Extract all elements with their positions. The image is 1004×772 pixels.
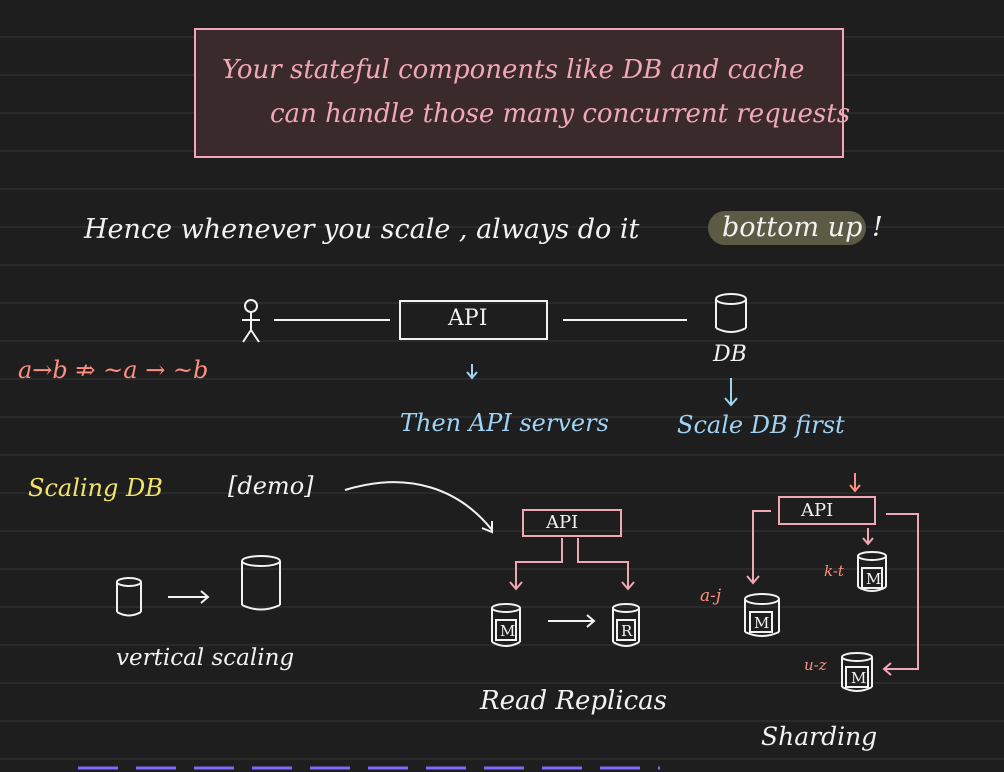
shard2-db-icon	[857, 551, 887, 592]
replicate-arrow	[548, 614, 596, 628]
api-caption: Then API servers	[400, 409, 609, 437]
replica-label: R	[621, 622, 633, 640]
db-icon	[715, 293, 747, 333]
shard2-master-label: M	[866, 570, 882, 588]
note-line-2: can handle those many concurrent request…	[270, 99, 851, 129]
vertical-scaling-label: vertical scaling	[116, 645, 295, 671]
user-icon	[242, 299, 260, 343]
shard3-range: u-z	[804, 656, 827, 674]
shard-right-branch	[882, 513, 919, 676]
headline-highlight: bottom up	[722, 212, 863, 243]
shard-api-box	[778, 496, 876, 525]
shard1-db-icon	[744, 593, 780, 637]
shard1-range: a-j	[700, 586, 722, 606]
db-caption: Scale DB first	[677, 411, 845, 439]
small-db-icon	[116, 577, 142, 617]
sharding-label: Sharding	[761, 722, 878, 751]
shard1-master-label: M	[754, 614, 770, 632]
scaling-title: Scaling DB	[28, 474, 163, 502]
note-line-1: Your stateful components like DB and cac…	[222, 55, 805, 85]
headline-text: Hence whenever you scale , always do it	[84, 214, 640, 245]
shard-mid-arrow	[862, 528, 874, 546]
replicas-branch	[509, 538, 635, 591]
shard3-db-icon	[841, 652, 873, 692]
shard-top-arrow	[849, 473, 861, 493]
shard2-range: k-t	[824, 562, 844, 580]
master-db-icon	[491, 603, 521, 647]
vertical-arrow	[168, 590, 210, 604]
shard-left-branch	[746, 510, 771, 585]
db-down-arrow	[724, 378, 738, 407]
master-label: M	[500, 622, 516, 640]
api-down-arrow	[466, 364, 478, 380]
note-box	[194, 28, 844, 158]
shard-api-label: API	[801, 500, 834, 521]
replica-db-icon	[612, 603, 640, 647]
large-db-icon	[241, 555, 281, 611]
api-label: API	[448, 306, 488, 331]
demo-label: [demo]	[228, 472, 314, 500]
replicas-api-label: API	[546, 512, 579, 533]
replicas-api-box	[522, 509, 622, 537]
db-label: DB	[713, 342, 747, 367]
read-replicas-label: Read Replicas	[480, 686, 668, 716]
demo-arrow	[344, 481, 493, 534]
logic-side-note: a→b ⇏ ~a → ~b	[18, 356, 209, 384]
shard3-master-label: M	[851, 669, 867, 687]
highlight-marker	[708, 211, 866, 245]
api-box	[399, 300, 548, 340]
headline-suffix: !	[872, 212, 883, 243]
